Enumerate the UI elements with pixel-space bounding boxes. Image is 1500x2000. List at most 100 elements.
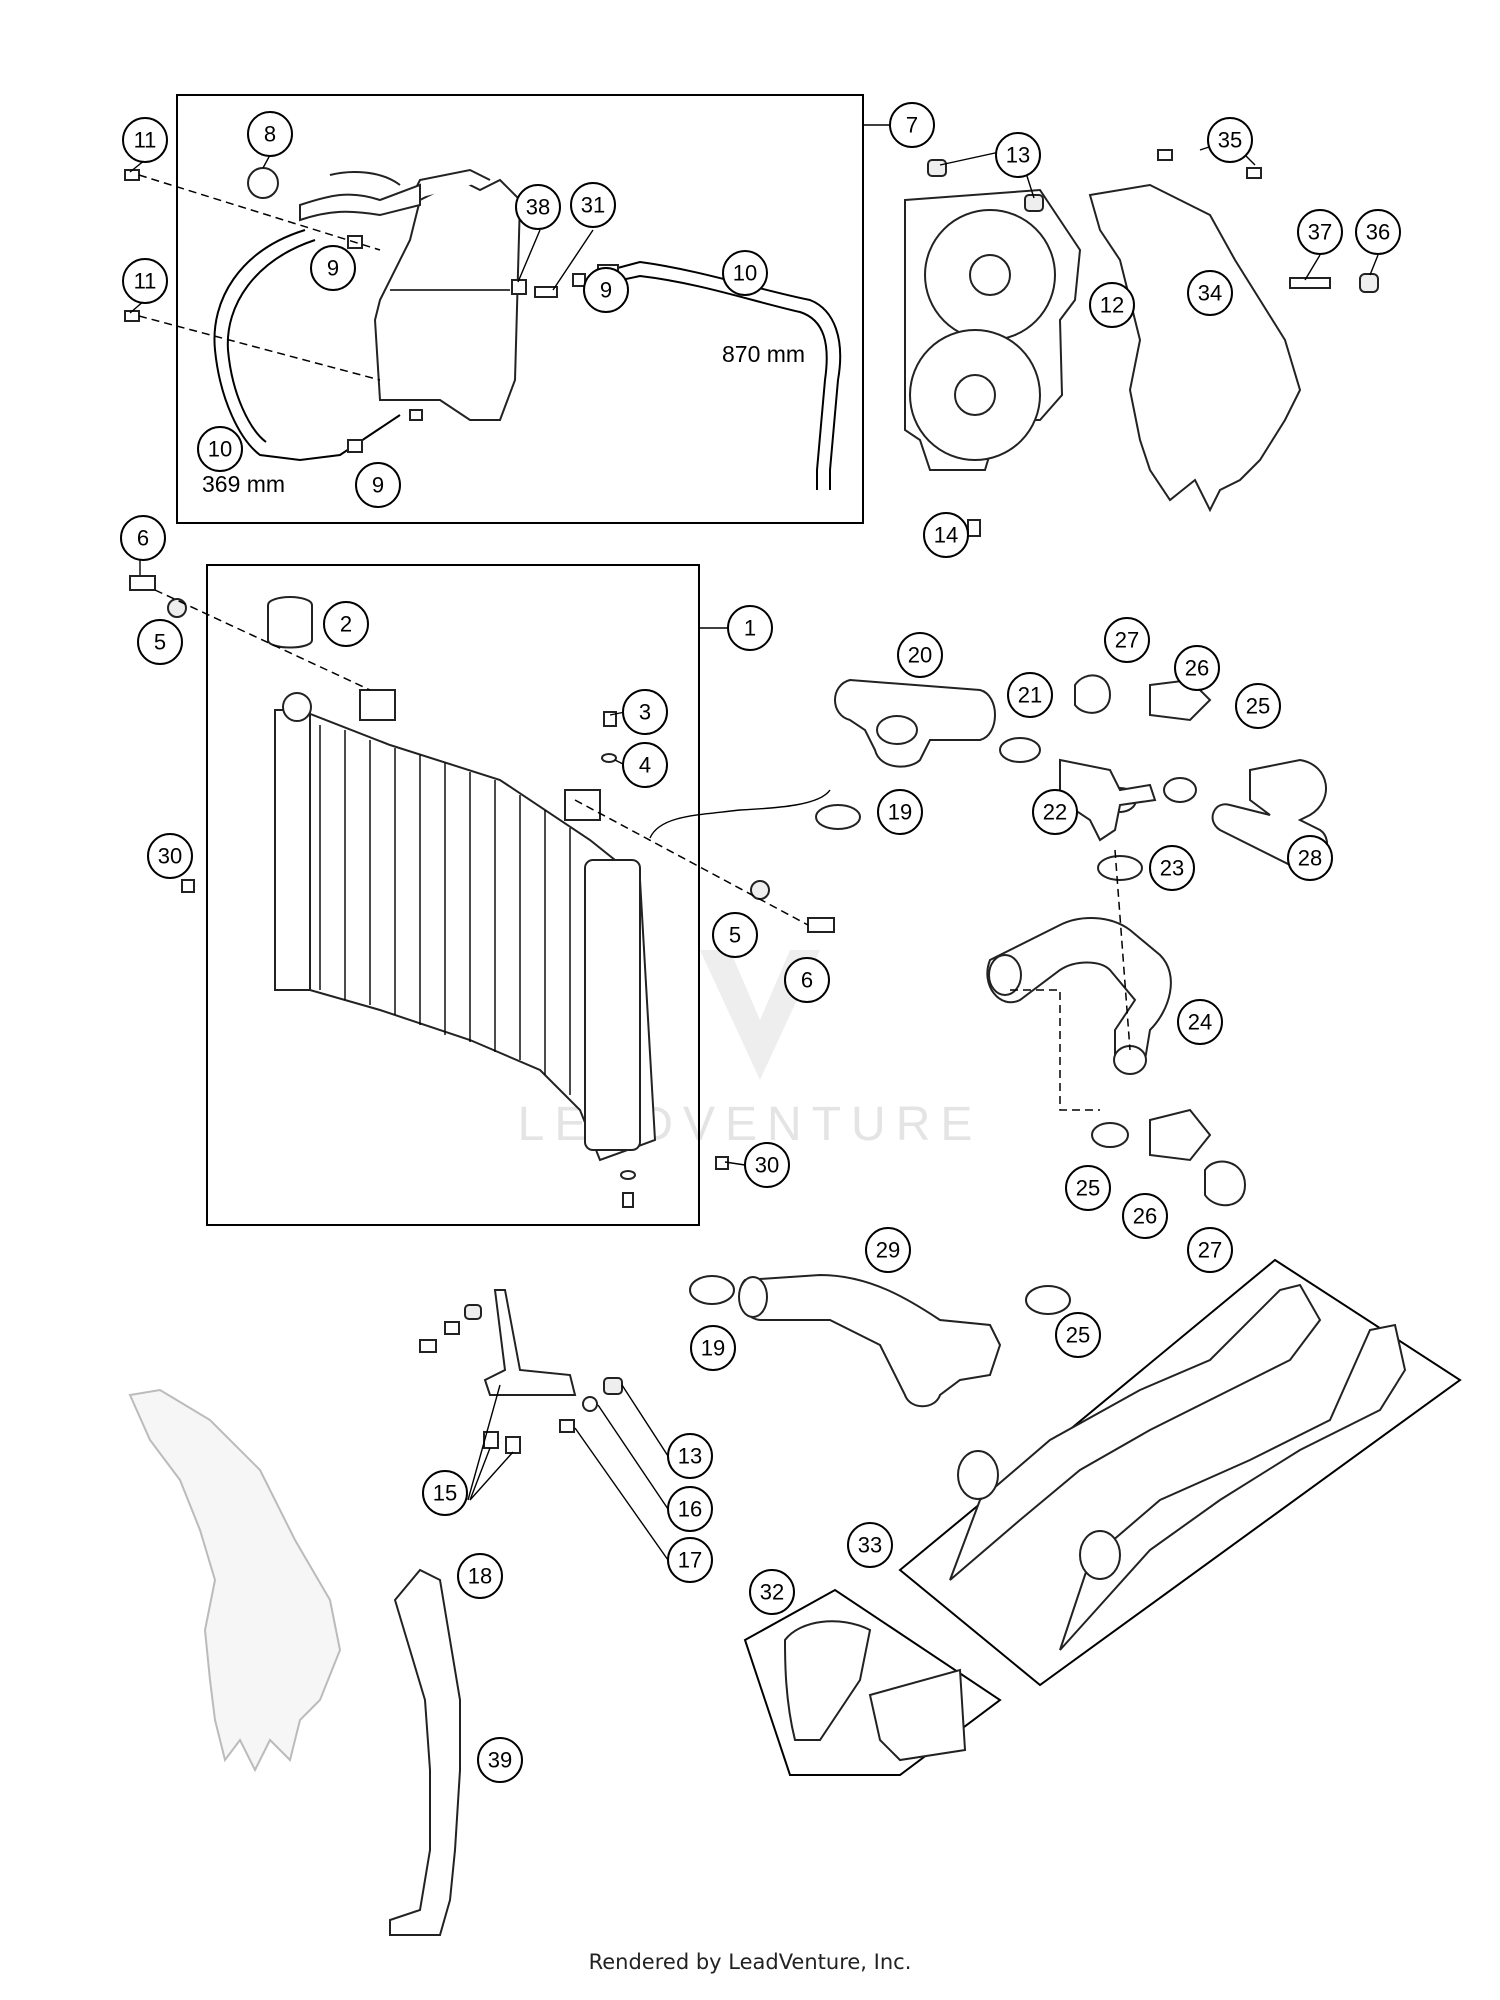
svg-text:39: 39 xyxy=(488,1748,512,1773)
svg-text:7: 7 xyxy=(906,113,918,138)
hose-clamps-lower xyxy=(689,1275,1071,1315)
radiator-cap xyxy=(267,596,313,649)
callout-29: 29 xyxy=(865,1227,911,1273)
callout-10: 10 xyxy=(197,426,243,472)
svg-text:36: 36 xyxy=(1366,220,1390,245)
svg-text:13: 13 xyxy=(1006,143,1030,168)
svg-text:11: 11 xyxy=(134,269,157,294)
svg-text:37: 37 xyxy=(1308,220,1332,245)
svg-text:27: 27 xyxy=(1115,628,1139,653)
group-box-radiator xyxy=(206,564,700,1226)
callout-26: 26 xyxy=(1122,1193,1168,1239)
svg-text:26: 26 xyxy=(1185,656,1209,681)
svg-text:25: 25 xyxy=(1066,1323,1090,1348)
callout-4: 4 xyxy=(622,742,668,788)
svg-text:3: 3 xyxy=(639,700,651,725)
svg-text:9: 9 xyxy=(372,473,384,498)
fan-cover xyxy=(1088,149,1379,513)
callout-13: 13 xyxy=(667,1433,713,1479)
svg-text:5: 5 xyxy=(154,630,166,655)
callout-18: 18 xyxy=(457,1553,503,1599)
svg-text:4: 4 xyxy=(639,753,651,778)
callout-9: 9 xyxy=(583,267,629,313)
svg-text:11: 11 xyxy=(134,128,157,153)
callout-3: 3 xyxy=(622,689,668,735)
svg-text:26: 26 xyxy=(1133,1204,1157,1229)
air-duct-39 xyxy=(389,1568,461,1936)
callout-9: 9 xyxy=(355,462,401,508)
radiator xyxy=(274,689,657,1162)
group-box-expansion-tank xyxy=(176,94,864,524)
thermostat-lower xyxy=(1091,1108,1247,1207)
callout-38: 38 xyxy=(515,184,561,230)
svg-text:28: 28 xyxy=(1298,846,1322,871)
expansion-tank xyxy=(247,167,522,421)
callout-32: 32 xyxy=(749,1569,795,1615)
callout-33: 33 xyxy=(847,1522,893,1568)
callout-10: 10 xyxy=(722,250,768,296)
hose-20 xyxy=(834,678,996,768)
render-credit: Rendered by LeadVenture, Inc. xyxy=(588,1950,912,1974)
callout-1: 1 xyxy=(727,605,773,651)
callout-11: 11 xyxy=(122,258,168,304)
callout-25: 25 xyxy=(1235,683,1281,729)
left-cover-ghost xyxy=(128,1388,342,1773)
svg-text:2: 2 xyxy=(340,612,352,637)
callout-8: 8 xyxy=(247,111,293,157)
svg-text:24: 24 xyxy=(1188,1010,1212,1035)
hose-long xyxy=(597,260,842,490)
svg-text:34: 34 xyxy=(1198,281,1222,306)
svg-text:1: 1 xyxy=(744,616,756,641)
callout-27: 27 xyxy=(1187,1227,1233,1273)
svg-text:30: 30 xyxy=(755,1153,779,1178)
callout-30: 30 xyxy=(744,1142,790,1188)
svg-text:10: 10 xyxy=(208,437,232,462)
callout-12: 12 xyxy=(1089,282,1135,328)
svg-text:19: 19 xyxy=(701,1336,725,1361)
callout-24: 24 xyxy=(1177,999,1223,1045)
svg-text:8: 8 xyxy=(264,122,276,147)
svg-text:32: 32 xyxy=(760,1580,784,1605)
dimension-hose-long: 870 mm xyxy=(722,341,805,367)
hose-short xyxy=(213,229,401,462)
group-box-air-duct xyxy=(898,1258,1462,1687)
callout-17: 17 xyxy=(667,1537,713,1583)
svg-text:16: 16 xyxy=(678,1497,702,1522)
svg-text:17: 17 xyxy=(678,1548,702,1573)
callout-31: 31 xyxy=(570,182,616,228)
svg-text:31: 31 xyxy=(581,193,605,218)
callout-28: 28 xyxy=(1287,835,1333,881)
svg-text:6: 6 xyxy=(137,526,149,551)
svg-text:30: 30 xyxy=(158,844,182,869)
svg-text:15: 15 xyxy=(433,1481,457,1506)
callout-16: 16 xyxy=(667,1486,713,1532)
svg-text:6: 6 xyxy=(801,968,813,993)
svg-text:9: 9 xyxy=(327,256,339,281)
svg-text:22: 22 xyxy=(1043,800,1067,825)
callout-30: 30 xyxy=(147,833,193,879)
svg-text:12: 12 xyxy=(1100,293,1124,318)
callout-9: 9 xyxy=(310,245,356,291)
callout-19: 19 xyxy=(877,789,923,835)
callout-5: 5 xyxy=(712,912,758,958)
svg-text:29: 29 xyxy=(876,1238,900,1263)
hose-clamps-upper xyxy=(815,737,1197,881)
callout-35: 35 xyxy=(1207,117,1253,163)
hose-24 xyxy=(986,917,1172,1075)
svg-text:18: 18 xyxy=(468,1564,492,1589)
svg-text:25: 25 xyxy=(1246,694,1270,719)
svg-text:21: 21 xyxy=(1018,683,1042,708)
svg-text:38: 38 xyxy=(526,195,550,220)
callout-6: 6 xyxy=(784,957,830,1003)
svg-text:25: 25 xyxy=(1076,1176,1100,1201)
callout-23: 23 xyxy=(1149,845,1195,891)
callout-22: 22 xyxy=(1032,789,1078,835)
callout-25: 25 xyxy=(1055,1312,1101,1358)
svg-text:35: 35 xyxy=(1218,128,1242,153)
callout-14: 14 xyxy=(923,512,969,558)
callout-26: 26 xyxy=(1174,645,1220,691)
callout-19: 19 xyxy=(690,1325,736,1371)
callout-7: 7 xyxy=(889,102,935,148)
callout-13: 13 xyxy=(995,132,1041,178)
svg-text:23: 23 xyxy=(1160,856,1184,881)
